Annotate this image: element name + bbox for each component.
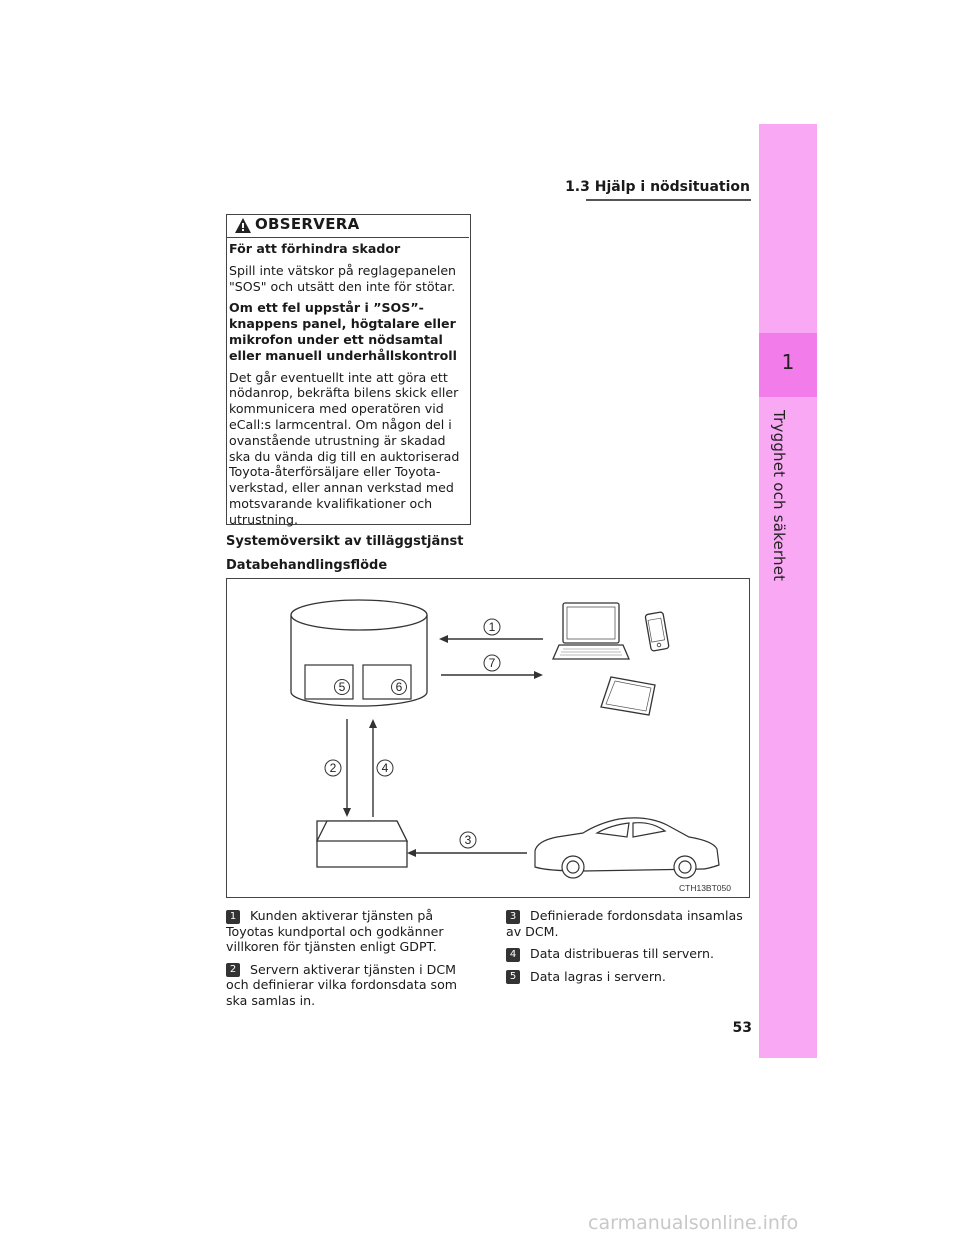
arrow-2 — [343, 719, 351, 817]
label-7: 7 — [483, 654, 501, 672]
caution-title: OBSERVERA — [255, 215, 360, 233]
chapter-number-box — [759, 333, 817, 397]
step-text: Definierade fordonsdata insamlas av DCM. — [506, 908, 743, 939]
caution-heading-1: För att förhindra skador — [229, 241, 401, 256]
arrow-3 — [407, 849, 527, 857]
label-4-text: 4 — [382, 761, 389, 775]
label-3-text: 3 — [465, 833, 472, 847]
laptop-icon — [552, 602, 630, 660]
chapter-tab — [759, 124, 817, 1058]
subsection-heading: Databehandlingsflöde — [226, 558, 388, 573]
label-1: 1 — [483, 618, 501, 636]
car-icon — [534, 817, 720, 879]
step-badge: 2 — [226, 963, 240, 977]
step-text: Servern aktiverar tjänsten i DCM och def… — [226, 961, 458, 1008]
step-badge: 4 — [506, 947, 520, 962]
label-6-text: 6 — [396, 680, 403, 694]
tablet-icon — [600, 676, 656, 716]
label-3: 3 — [459, 831, 477, 849]
smartphone-icon — [644, 611, 670, 652]
arrow-1 — [439, 635, 543, 643]
step-text: Kunden aktiverar tjänsten på Toyotas kun… — [226, 908, 444, 954]
caution-text-2: Det går eventuellt inte att göra ett nöd… — [229, 369, 460, 527]
step-item: 4 Data distribueras till servern. — [506, 946, 750, 962]
dcm-unit — [315, 820, 409, 868]
label-6: 6 — [391, 679, 407, 695]
step-item: 5 Data lagras i servern. — [506, 968, 750, 984]
label-4: 4 — [376, 759, 394, 777]
data-flow-diagram: 5 6 1 7 — [226, 578, 750, 898]
chapter-label: Trygghet och säkerhet — [770, 410, 788, 582]
arrow-7 — [441, 671, 543, 679]
step-text: Data distribueras till servern. — [530, 946, 714, 961]
page-number: 53 — [732, 1020, 752, 1036]
step-badge: 5 — [506, 970, 520, 984]
section-title: 1.3 Hjälp i nödsituation — [565, 179, 750, 195]
label-7-text: 7 — [489, 656, 496, 670]
arrow-4 — [369, 719, 377, 817]
section-heading: Systemöversikt av tilläggstjänst — [226, 534, 464, 549]
label-5: 5 — [334, 679, 350, 695]
step-badge: 1 — [226, 909, 240, 924]
warning-icon — [235, 218, 251, 233]
label-2: 2 — [324, 759, 342, 777]
chapter-number: 1 — [781, 350, 795, 374]
caution-body: För att förhindra skador Spill inte väts… — [229, 241, 469, 534]
caution-text-1: Spill inte vätskor på reglagepanelen "SO… — [229, 262, 457, 294]
label-1-text: 1 — [489, 620, 496, 634]
header-rule — [586, 199, 751, 201]
step-badge: 3 — [506, 909, 520, 924]
label-5-text: 5 — [339, 680, 346, 694]
watermark: carmanualsonline.info — [588, 1212, 799, 1234]
caution-heading-2: Om ett fel uppstår i ”SOS”-knappens pane… — [229, 300, 457, 363]
caution-header — [226, 214, 469, 238]
label-2-text: 2 — [330, 761, 337, 775]
caution-box — [226, 214, 471, 525]
diagram-code: CTH13BT050 — [679, 883, 731, 893]
step-text: Data lagras i servern. — [530, 968, 666, 984]
